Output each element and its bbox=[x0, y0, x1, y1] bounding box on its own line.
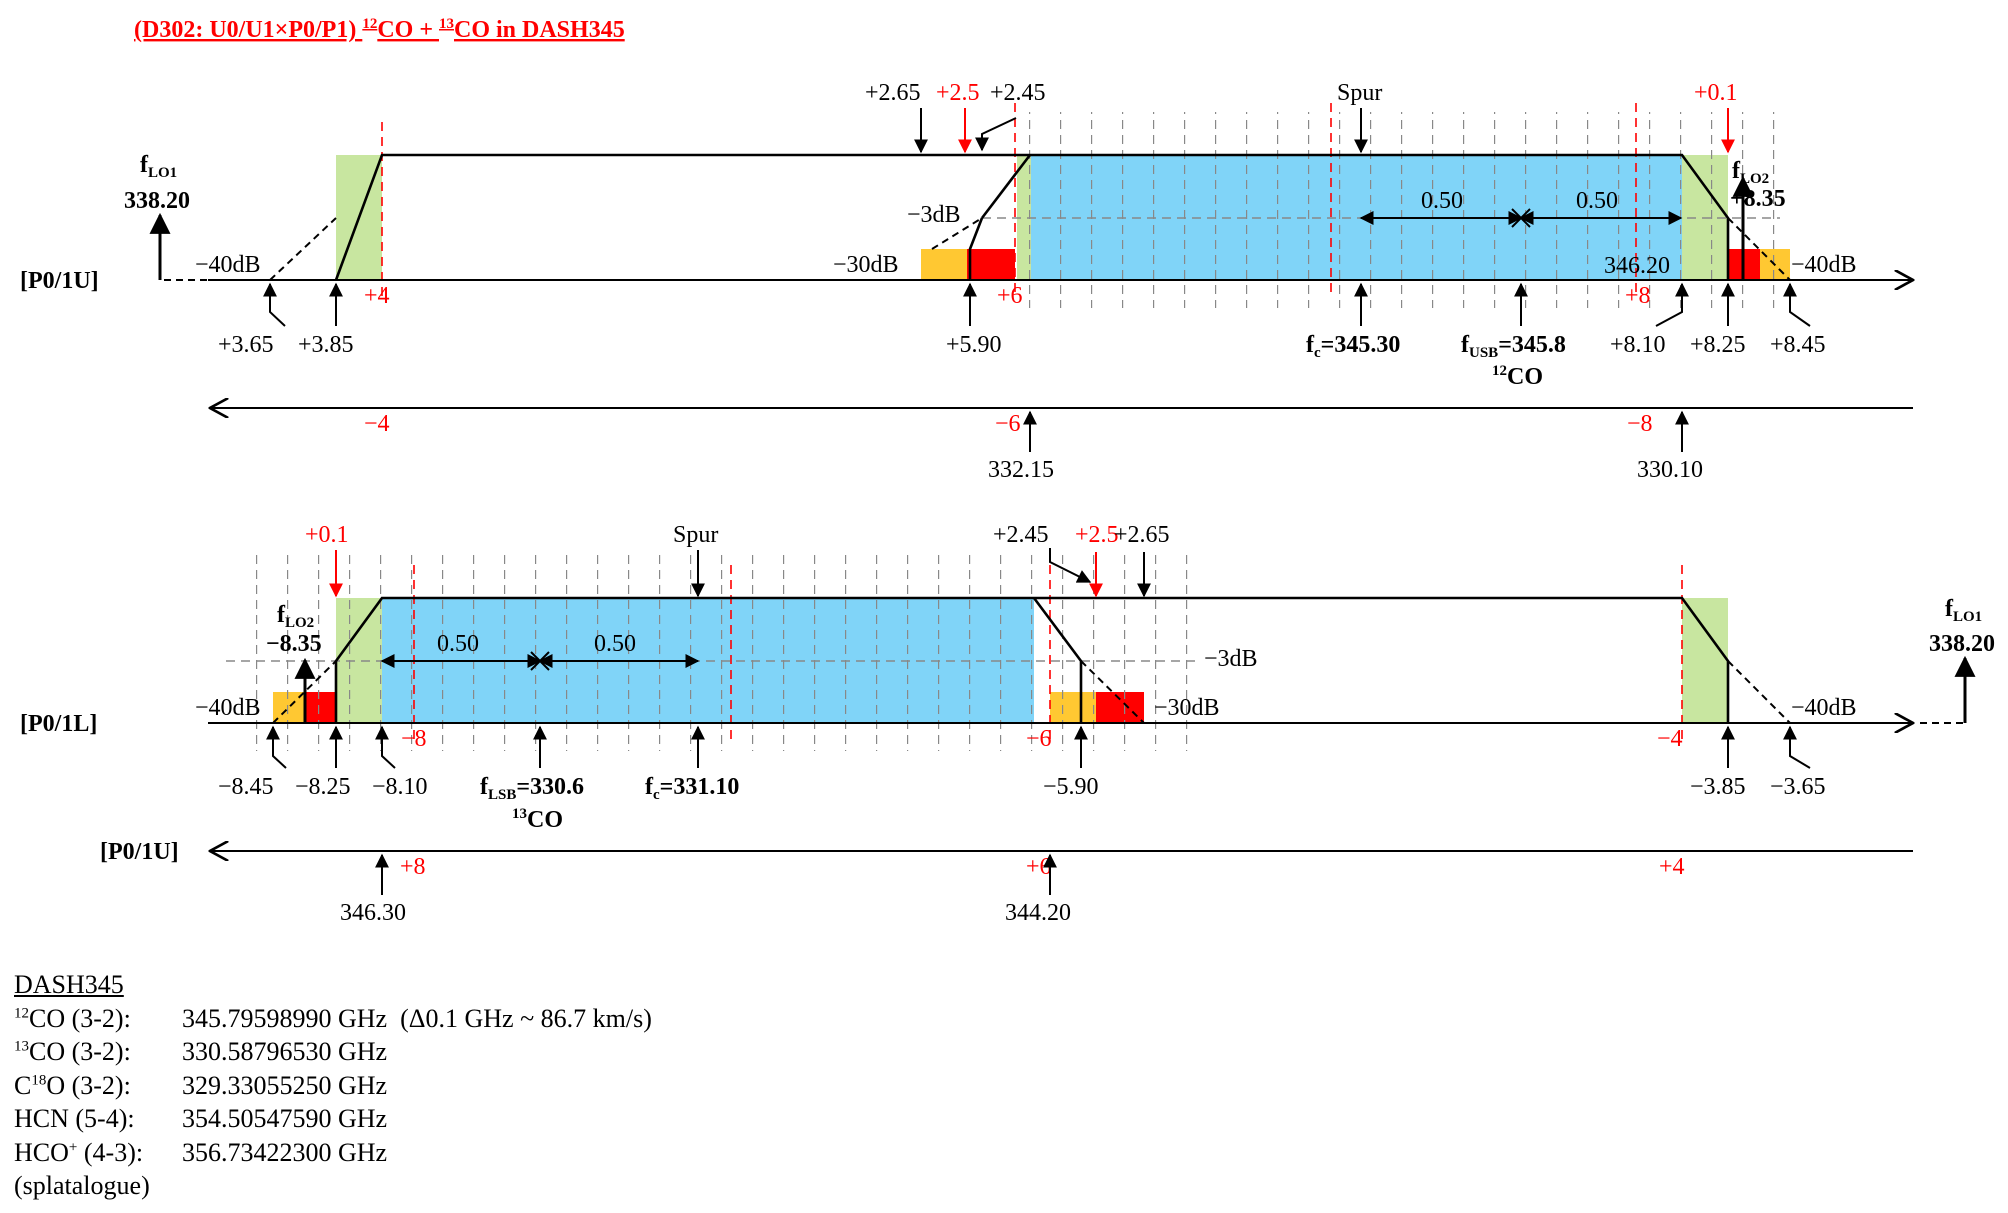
red-tick-label: −6 bbox=[995, 411, 1021, 437]
lower-panel: [P0/1L] fLO1 338.20 fLO2 −8.35 +0.1 Spur… bbox=[20, 522, 1995, 833]
spectral-setup-diagram: (D302: U0/U1×P0/P1) 12CO + 13CO in DASH3… bbox=[20, 16, 1995, 926]
row-label: [P0/1U] bbox=[100, 839, 179, 865]
level-label: −40dB bbox=[1791, 252, 1857, 278]
red-tick-label: −6 bbox=[1026, 726, 1052, 752]
freq-label: +3.65 bbox=[218, 332, 274, 358]
lo1-value: 338.20 bbox=[1929, 631, 1995, 657]
center-frequency: fc=345.30 bbox=[1306, 332, 1400, 361]
line-label: 12CO bbox=[1492, 363, 1543, 390]
lo2-label: fLO2 bbox=[277, 602, 314, 631]
annotation-label: +2.45 bbox=[990, 80, 1046, 106]
center-frequency: fc=331.10 bbox=[645, 774, 739, 803]
level-label: −3dB bbox=[907, 202, 961, 228]
lsb-frequency: fLSB=330.6 bbox=[480, 774, 584, 803]
lo1-label: fLO1 bbox=[1945, 596, 1982, 625]
level-label: −30dB bbox=[833, 252, 899, 278]
annotation-label: +0.1 bbox=[1694, 80, 1738, 106]
reference-line: HCN (5-4):354.50547590 GHz bbox=[14, 1104, 388, 1133]
annotation-label: +2.65 bbox=[865, 80, 921, 106]
red-tick-label: +8 bbox=[1625, 283, 1651, 309]
freq-label: −8.25 bbox=[295, 774, 351, 800]
lo1-value: 338.20 bbox=[124, 188, 190, 214]
line-frequency-reference: DASH345 12CO (3-2):345.79598990 GHz (Δ0.… bbox=[14, 968, 652, 1203]
lo2-label: fLO2 bbox=[1732, 158, 1769, 187]
annotation-label: +2.5 bbox=[1075, 522, 1119, 548]
channel-grid bbox=[256, 555, 1197, 751]
spur-label: Spur bbox=[1337, 80, 1382, 106]
transition-band bbox=[1017, 155, 1031, 280]
lo2-value: +8.35 bbox=[1730, 186, 1786, 212]
annotation-label: +2.5 bbox=[936, 80, 980, 106]
red-tick-label: −4 bbox=[364, 411, 390, 437]
freq-label: −3.85 bbox=[1690, 774, 1746, 800]
lo2-value: −8.35 bbox=[266, 631, 322, 657]
freq-label: −8.45 bbox=[218, 774, 274, 800]
freq-label: +5.90 bbox=[946, 332, 1002, 358]
channel-grid bbox=[1029, 112, 1781, 308]
usb-frequency: fUSB=345.8 bbox=[1461, 332, 1566, 361]
freq-label: −8.10 bbox=[372, 774, 428, 800]
spur-label: Spur bbox=[673, 522, 718, 548]
edge-value: 346.20 bbox=[1604, 253, 1670, 279]
level-label: −40dB bbox=[195, 252, 261, 278]
rf-value: 344.20 bbox=[1005, 900, 1071, 926]
freq-label: +3.85 bbox=[298, 332, 354, 358]
bandpass-outline bbox=[334, 153, 1730, 281]
freq-label: +8.10 bbox=[1610, 332, 1666, 358]
reference-line: C18O (3-2):329.33055250 GHz bbox=[14, 1070, 388, 1100]
row-label: [P0/1L] bbox=[20, 711, 97, 737]
reference-line: HCO+ (4-3):356.73422300 GHz bbox=[14, 1137, 388, 1167]
red-tick-label: −8 bbox=[1627, 411, 1653, 437]
page-title: (D302: U0/U1×P0/P1) 12CO + 13CO in DASH3… bbox=[134, 16, 625, 43]
spacing-value: 0.50 bbox=[1421, 188, 1463, 214]
red-tick-label: +4 bbox=[1659, 854, 1685, 880]
freq-label: +8.25 bbox=[1690, 332, 1746, 358]
lo1-label: fLO1 bbox=[140, 152, 177, 181]
red-block bbox=[967, 249, 1015, 280]
annotation-label: +2.45 bbox=[993, 522, 1049, 548]
annotation-label: +2.65 bbox=[1114, 522, 1170, 548]
red-tick-label: +6 bbox=[1026, 854, 1052, 880]
transition-band bbox=[1682, 598, 1728, 723]
freq-label: −5.90 bbox=[1043, 774, 1099, 800]
red-tick-label: −4 bbox=[1657, 726, 1683, 752]
red-tick-label: +8 bbox=[400, 854, 426, 880]
reference-line: 12CO (3-2):345.79598990 GHz (Δ0.1 GHz ~ … bbox=[14, 1003, 652, 1033]
reference-heading: DASH345 bbox=[14, 970, 124, 999]
reference-line: 13CO (3-2):330.58796530 GHz bbox=[14, 1037, 388, 1066]
level-label: −30dB bbox=[1154, 695, 1220, 721]
upper-panel: [P0/1U] fLO1 338.20 fLO2 +8.35 +2.65 +2.… bbox=[20, 80, 1913, 390]
lower-rf-axis: [P0/1U] +8 +6 +4 346.30 344.20 bbox=[100, 839, 1913, 926]
reference-source: (splatalogue) bbox=[14, 1171, 150, 1200]
row-label: [P0/1U] bbox=[20, 268, 99, 294]
red-tick-label: −8 bbox=[401, 726, 427, 752]
spacing-value: 0.50 bbox=[1576, 188, 1618, 214]
level-label: −3dB bbox=[1204, 646, 1258, 672]
red-tick-label: +4 bbox=[364, 283, 390, 309]
level-label: −40dB bbox=[195, 695, 261, 721]
rf-value: 332.15 bbox=[988, 457, 1054, 483]
red-tick-label: +6 bbox=[997, 283, 1023, 309]
annotation-label: +0.1 bbox=[305, 522, 349, 548]
upper-rf-axis: −4 −6 −8 332.15 330.10 bbox=[210, 408, 1913, 483]
yellow-block bbox=[921, 249, 967, 280]
spacing-value: 0.50 bbox=[594, 631, 636, 657]
freq-label: +8.45 bbox=[1770, 332, 1826, 358]
rf-value: 330.10 bbox=[1637, 457, 1703, 483]
rf-value: 346.30 bbox=[340, 900, 406, 926]
line-label: 13CO bbox=[512, 806, 563, 833]
spacing-value: 0.50 bbox=[437, 631, 479, 657]
freq-label: −3.65 bbox=[1770, 774, 1826, 800]
level-label: −40dB bbox=[1791, 695, 1857, 721]
